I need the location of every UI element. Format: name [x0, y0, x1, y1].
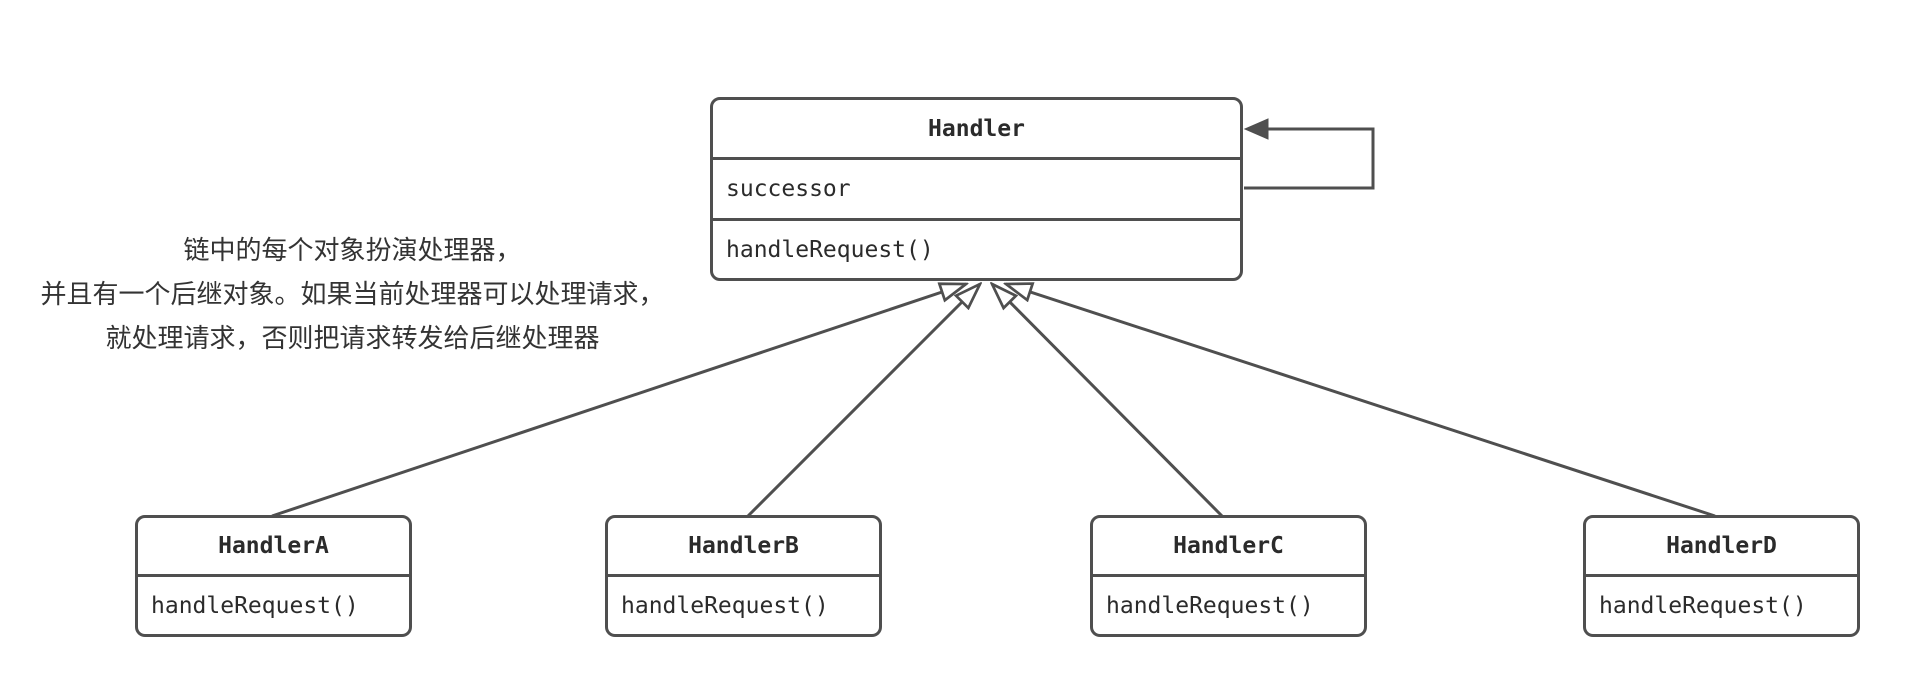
class-method-handlerd: handleRequest()	[1586, 574, 1857, 634]
class-method-handlerc: handleRequest()	[1093, 574, 1364, 634]
generalization-line-handlera	[271, 284, 966, 518]
class-attribute-successor: successor	[713, 157, 1240, 218]
annotation-line-2: 并且有一个后继对象。如果当前处理器可以处理请求，	[40, 279, 665, 309]
class-box-handlera: HandlerA handleRequest()	[135, 515, 412, 637]
generalization-line-handlerd	[1006, 284, 1716, 518]
generalization-line-handlerc	[992, 284, 1224, 518]
annotation-line-1: 链中的每个对象扮演处理器，	[183, 235, 522, 265]
class-box-handler: Handler successor handleRequest()	[710, 97, 1243, 281]
class-box-handlerd: HandlerD handleRequest()	[1583, 515, 1860, 637]
class-box-handlerc: HandlerC handleRequest()	[1090, 515, 1367, 637]
class-method-handlerequest: handleRequest()	[713, 218, 1240, 278]
class-name-handlerb: HandlerB	[688, 533, 799, 559]
class-name-handlerd: HandlerD	[1666, 533, 1777, 559]
annotation-text: 链中的每个对象扮演处理器， 并且有一个后继对象。如果当前处理器可以处理请求， 就…	[30, 228, 675, 360]
self-association-arrowhead-icon	[1243, 118, 1269, 140]
class-name-handler: Handler	[928, 115, 1025, 142]
generalization-line-handlerb	[746, 284, 980, 518]
class-name-handlerc: HandlerC	[1173, 533, 1284, 559]
class-method-handlerb: handleRequest()	[608, 574, 879, 634]
class-name-handlera: HandlerA	[218, 533, 329, 559]
self-association-line	[1244, 127, 1375, 190]
class-box-handlerb: HandlerB handleRequest()	[605, 515, 882, 637]
annotation-line-3: 就处理请求，否则把请求转发给后继处理器	[105, 323, 600, 353]
class-method-handlera: handleRequest()	[138, 574, 409, 634]
